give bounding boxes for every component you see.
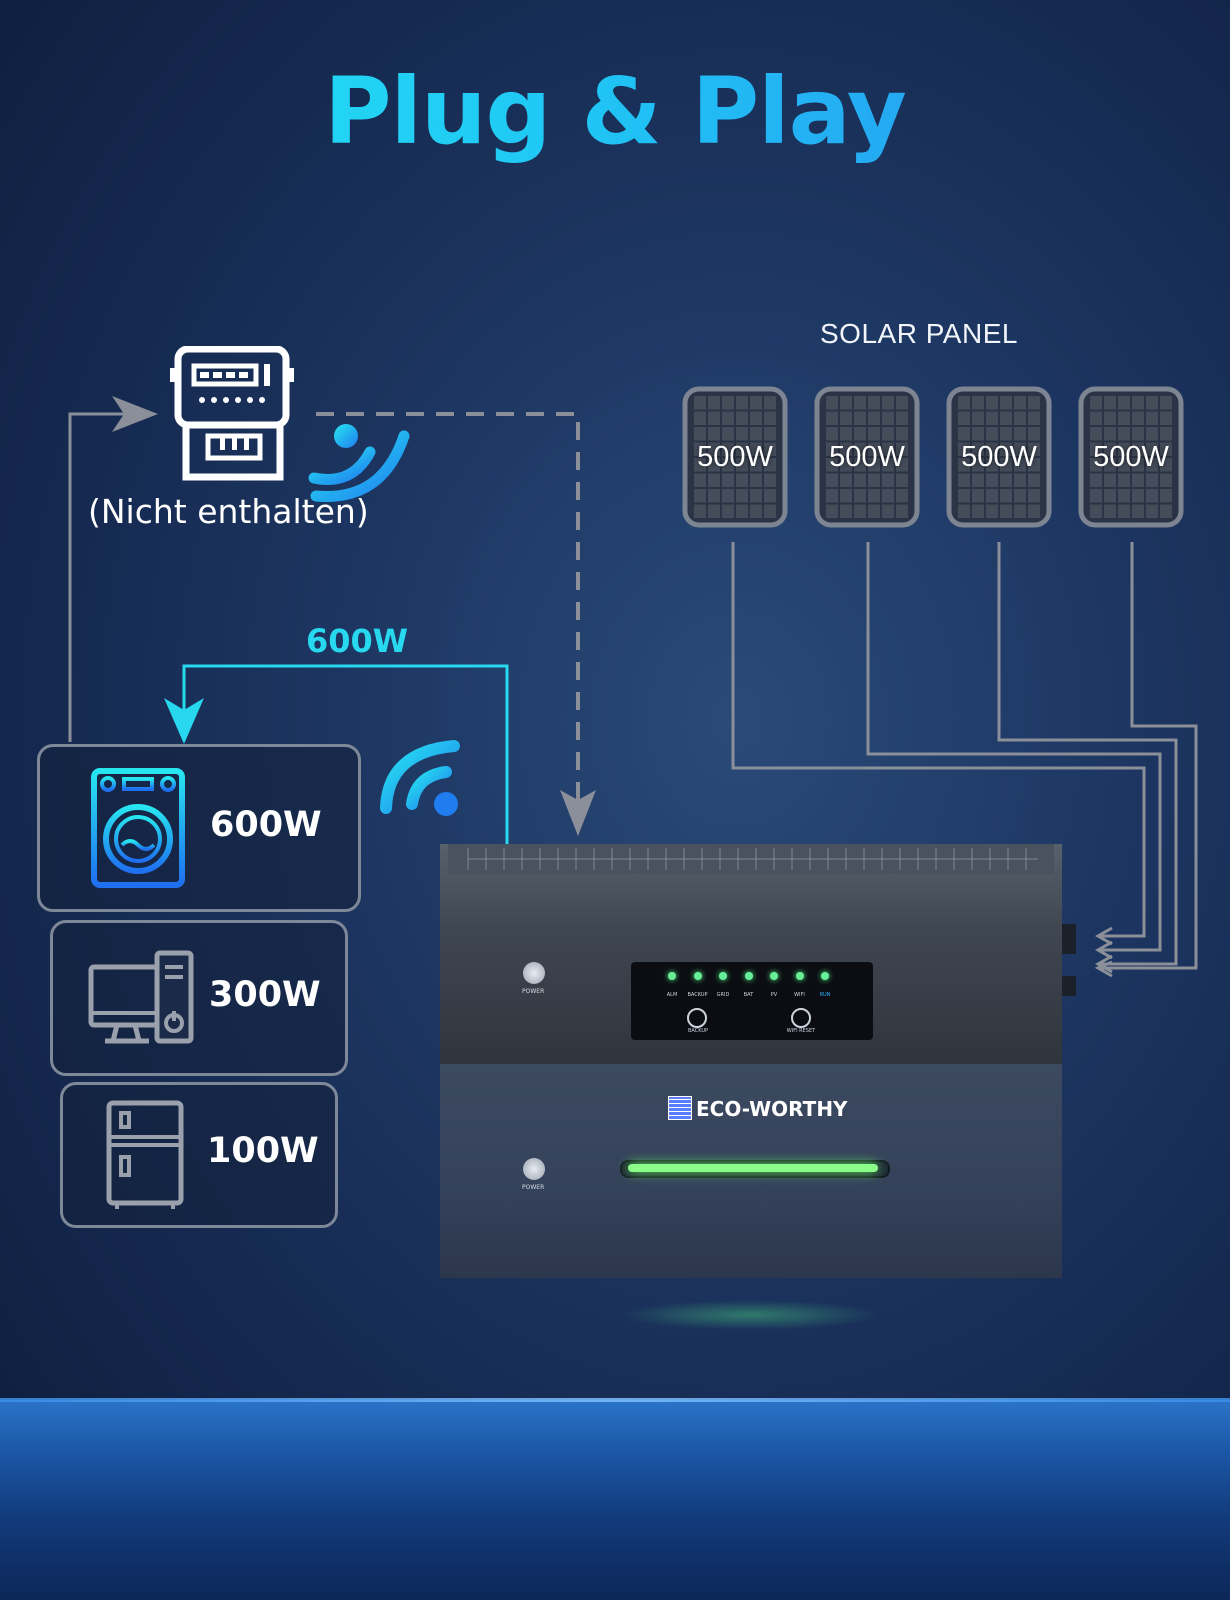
floor-edge-highlight bbox=[0, 1398, 1230, 1402]
power-button-top-label: POWER bbox=[522, 988, 545, 995]
washing-machine-icon bbox=[91, 768, 185, 888]
indicator-label-run: RUN bbox=[819, 992, 831, 998]
appliance-washing-machine: 600W bbox=[37, 744, 361, 912]
status-light-bar-glow bbox=[628, 1164, 878, 1172]
desktop-computer-icon bbox=[88, 950, 194, 1044]
indicator-label-grid: GRID bbox=[716, 992, 730, 998]
meter-signal-dashed-line bbox=[316, 412, 580, 810]
output-flow-line bbox=[182, 664, 509, 846]
solar-wire-4 bbox=[1100, 542, 1198, 970]
appliance-refrigerator-value: 100W bbox=[207, 1131, 319, 1171]
backup-button-label: BACKUP bbox=[687, 1028, 709, 1034]
meter-feedback-arrowhead bbox=[112, 396, 158, 432]
brand-name: ECO-WORTHY bbox=[696, 1097, 848, 1121]
solar-wire-1 bbox=[731, 542, 1146, 938]
wifi-reset-button-label: WIFI RESET bbox=[786, 1028, 816, 1034]
meter-feedback-line bbox=[68, 412, 130, 742]
indicator-label-pv: PV bbox=[770, 992, 778, 998]
meter-not-included-note: (Nicht enthalten) bbox=[88, 492, 369, 531]
floor-surface bbox=[0, 1400, 1230, 1600]
indicator-led-alm bbox=[668, 972, 676, 980]
solar-panel-2-label: 500W bbox=[829, 441, 905, 473]
sun-grid-icon bbox=[668, 1096, 692, 1120]
smart-meter-icon bbox=[170, 346, 294, 481]
refrigerator-icon bbox=[106, 1100, 184, 1209]
solar-wire-2 bbox=[866, 542, 1162, 952]
indicator-led-backup bbox=[693, 972, 702, 980]
power-button-bottom-label: POWER bbox=[522, 1184, 545, 1191]
wireless-signal-icon bbox=[308, 424, 410, 502]
floor-reflection-glow bbox=[620, 1300, 880, 1330]
indicator-label-backup: BACKUP bbox=[687, 992, 708, 998]
status-indicator-panel: ALM BACKUP GRID BAT PV WIFI RUN BACKUP WIFI RE… bbox=[631, 962, 873, 1040]
output-flow-label: 600W bbox=[306, 622, 409, 660]
indicator-led-pv bbox=[770, 972, 778, 980]
appliance-computer: 300W bbox=[50, 920, 348, 1076]
indicator-led-grid bbox=[719, 972, 727, 980]
meter-signal-arrowhead bbox=[560, 790, 596, 836]
indicator-label-bat: BAT bbox=[743, 992, 754, 998]
backup-button[interactable] bbox=[687, 1008, 707, 1028]
solar-panel-3-label: 500W bbox=[961, 441, 1037, 473]
solar-panel-4-label: 500W bbox=[1093, 441, 1169, 473]
power-button-bottom[interactable] bbox=[523, 1158, 545, 1180]
wifi-reset-button[interactable] bbox=[791, 1008, 811, 1028]
brand-logo: ECO-WORTHY bbox=[668, 1096, 848, 1121]
solar-panel-4: 500W bbox=[1078, 386, 1184, 528]
solar-panel-title: SOLAR PANEL bbox=[820, 318, 1018, 349]
indicator-led-run bbox=[821, 972, 829, 980]
appliance-computer-value: 300W bbox=[209, 975, 321, 1015]
appliance-washing-machine-value: 600W bbox=[210, 805, 322, 845]
solar-panel-2: 500W bbox=[814, 386, 920, 528]
output-flow-arrowhead bbox=[164, 698, 204, 744]
solar-panel-3: 500W bbox=[946, 386, 1052, 528]
indicator-led-bat bbox=[744, 972, 753, 980]
solar-panel-1: 500W bbox=[682, 386, 788, 528]
appliance-refrigerator: 100W bbox=[60, 1082, 338, 1228]
pv-input-connector-top bbox=[1062, 924, 1076, 954]
solar-panel-1-label: 500W bbox=[697, 441, 773, 473]
indicator-label-alm: ALM bbox=[666, 992, 678, 998]
power-button-top[interactable] bbox=[523, 962, 545, 984]
indicator-label-wifi: WIFI bbox=[794, 992, 805, 998]
solar-wire-3 bbox=[997, 542, 1178, 966]
indicator-led-wifi bbox=[795, 972, 804, 980]
pv-input-connector-bottom bbox=[1062, 976, 1076, 996]
wifi-icon bbox=[380, 740, 460, 816]
page-title: Plug & Play bbox=[0, 58, 1230, 165]
power-station-solar-lid bbox=[448, 844, 1054, 874]
